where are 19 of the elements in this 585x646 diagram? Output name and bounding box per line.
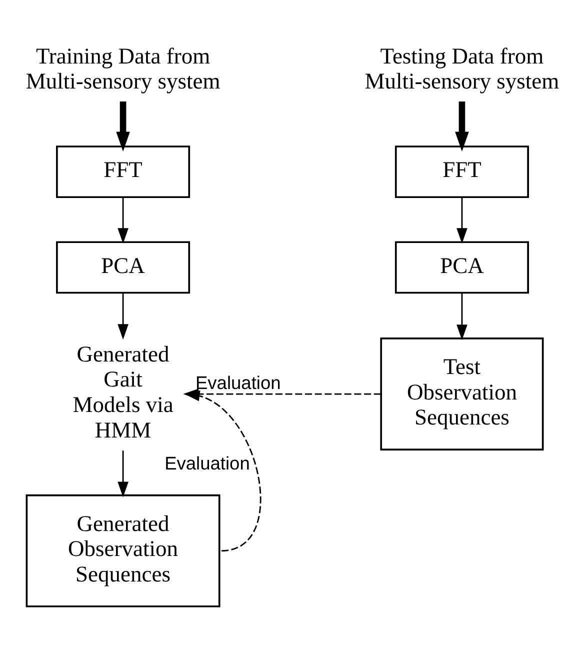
arrow xyxy=(118,198,128,244)
node-text: Generated Gait Models via HMM xyxy=(72,341,174,442)
arrow xyxy=(118,293,128,340)
edge-label: Evaluation xyxy=(195,372,281,393)
node-box: Test Observation Sequences xyxy=(380,338,544,450)
node-box: Generated Observation Sequences xyxy=(26,494,220,608)
arrow xyxy=(455,102,469,152)
node-text: Testing Data from Multi-sensory system xyxy=(364,43,560,94)
arrow xyxy=(183,388,381,400)
node-box: FFT xyxy=(394,146,529,198)
arrow xyxy=(456,293,468,340)
arrow xyxy=(118,450,128,498)
node-box: PCA xyxy=(394,241,529,294)
arrow xyxy=(116,102,130,152)
node-box: FFT xyxy=(56,146,190,198)
node-text: Training Data from Multi-sensory system xyxy=(26,43,220,94)
arrow xyxy=(456,198,468,244)
node-box: PCA xyxy=(56,241,190,294)
edge-label: Evaluation xyxy=(164,452,250,474)
